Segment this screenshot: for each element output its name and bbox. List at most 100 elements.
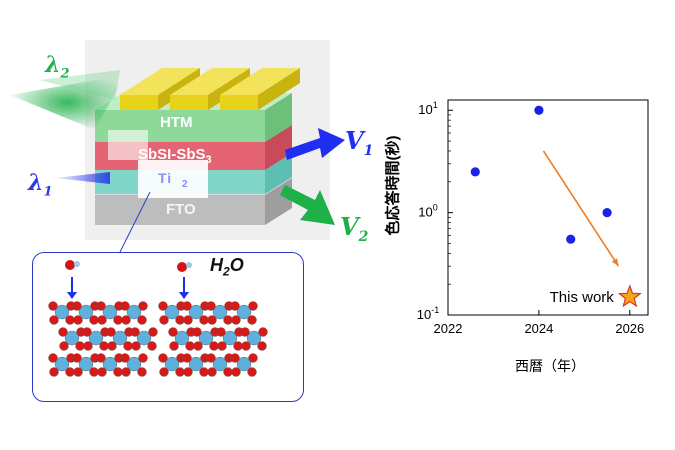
v2-arrow: [280, 185, 335, 225]
titanium-atom: [126, 304, 142, 320]
titanium-atom: [164, 356, 180, 372]
data-point: [534, 105, 544, 115]
data-point: [602, 208, 612, 218]
oxygen-atom: [96, 353, 106, 363]
y-tick-label: 101: [418, 100, 437, 117]
v2-label: V2: [340, 212, 369, 245]
plot-frame: [447, 99, 649, 316]
oxygen-atom: [158, 301, 168, 311]
oxygen-atom: [137, 315, 147, 325]
oxygen-atom: [99, 341, 109, 351]
inset-connector-line: [119, 191, 151, 253]
tio2-label: Ti 2: [158, 170, 189, 190]
oxygen-atom: [107, 341, 117, 351]
oxygen-atom: [113, 367, 123, 377]
oxygen-atom: [182, 301, 192, 311]
annotation-arrow: [542, 150, 620, 267]
oxygen-atom: [72, 301, 82, 311]
oxygen-atom: [131, 341, 141, 351]
titanium-atom: [78, 304, 94, 320]
oxygen-atom: [247, 367, 257, 377]
titanium-atom: [222, 330, 238, 346]
oxygen-atom: [96, 301, 106, 311]
oxygen-atom: [120, 301, 130, 311]
titanium-atom: [112, 330, 128, 346]
v1-label: V1: [345, 126, 374, 159]
oxygen-atom: [59, 341, 69, 351]
titanium-atom: [78, 356, 94, 372]
oxygen-atom: [207, 367, 217, 377]
gold-electrodes: [120, 68, 300, 110]
oxygen-atom: [248, 301, 258, 311]
oxygen-atom: [73, 367, 83, 377]
water-molecule-2: [177, 262, 192, 272]
oxygen-atom: [147, 341, 157, 351]
oxygen-atom: [82, 327, 92, 337]
titanium-atom: [236, 304, 252, 320]
oxygen-atom: [65, 367, 75, 377]
oxygen-atom: [89, 367, 99, 377]
titanium-atom: [102, 356, 118, 372]
titanium-atom: [88, 330, 104, 346]
oxygen-atom: [48, 301, 58, 311]
oxygen-atom: [120, 353, 130, 363]
data-point: [566, 234, 576, 244]
tio2-lattice: [48, 301, 268, 377]
water-molecule-1: [65, 260, 80, 270]
lambda2-label: λ2: [45, 52, 70, 82]
oxygen-atom: [185, 341, 195, 351]
absorber-label: SbSI-SbS3: [138, 146, 212, 166]
titanium-atom: [54, 356, 70, 372]
oxygen-atom: [89, 315, 99, 325]
oxygen-atom: [231, 315, 241, 325]
oxygen-atom: [121, 367, 131, 377]
oxygen-atom: [241, 341, 251, 351]
oxygen-atom: [182, 353, 192, 363]
oxygen-atom: [138, 353, 148, 363]
lambda1-light-beam: [55, 172, 110, 184]
x-tick-label: 2024: [524, 321, 553, 336]
oxygen-atom: [169, 341, 179, 351]
crystal-structure: [48, 260, 268, 377]
titanium-atom: [188, 356, 204, 372]
oxygen-atom: [199, 367, 209, 377]
oxygen-atom: [106, 327, 116, 337]
titanium-atom: [126, 356, 142, 372]
oxygen-atom: [65, 315, 75, 325]
oxygen-atom: [130, 327, 140, 337]
oxygen-atom: [58, 327, 68, 337]
htm-label: HTM: [160, 114, 193, 131]
x-tick-label: 2022: [434, 321, 463, 336]
oxygen-atom: [183, 315, 193, 325]
titanium-atom: [102, 304, 118, 320]
oxygen-atom: [248, 353, 258, 363]
titanium-atom: [136, 330, 152, 346]
oxygen-atom: [223, 315, 233, 325]
oxygen-atom: [72, 353, 82, 363]
lambda2-light-beam: [10, 75, 125, 130]
oxygen-atom: [206, 301, 216, 311]
oxygen-atom: [159, 367, 169, 377]
this-work-label: This work: [550, 289, 615, 306]
x-tick-label: 2026: [615, 321, 644, 336]
titanium-atom: [188, 304, 204, 320]
oxygen-atom: [75, 341, 85, 351]
oxygen-atom: [73, 315, 83, 325]
v1-arrow: [285, 128, 345, 160]
oxygen-atom: [138, 301, 148, 311]
oxygen-atom: [207, 315, 217, 325]
device-schematic: [10, 40, 345, 253]
oxygen-atom: [97, 367, 107, 377]
oxygen-atom: [148, 327, 158, 337]
oxygen-atom: [231, 367, 241, 377]
oxygen-atom: [49, 315, 59, 325]
titanium-atom: [246, 330, 262, 346]
oxygen-atom: [159, 315, 169, 325]
oxygen-atom: [123, 341, 133, 351]
titanium-atom: [174, 330, 190, 346]
oxygen-atom: [230, 353, 240, 363]
oxygen-atom: [175, 367, 185, 377]
oxygen-atom: [216, 327, 226, 337]
oxygen-atom: [193, 341, 203, 351]
